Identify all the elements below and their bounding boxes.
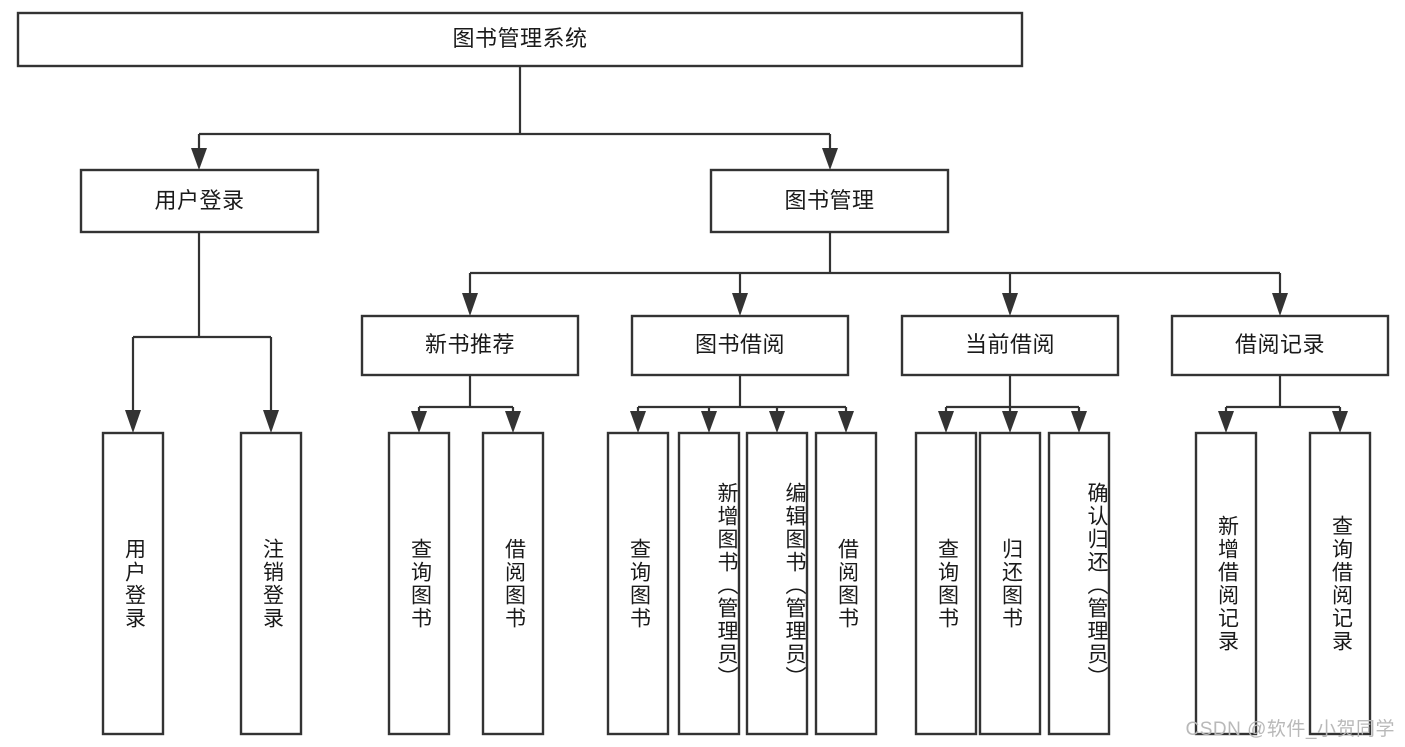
node-box-leaf-query-book-2[interactable] [606, 431, 670, 736]
node-box-leaf-borrow-book-1[interactable] [481, 431, 545, 736]
arrow-leaf-query-book-1 [411, 411, 427, 433]
node-box-leaf-confirm-return[interactable] [1047, 431, 1111, 736]
node-box-leaf-query-book-3[interactable] [914, 431, 978, 736]
arrow-leaf-query-book-2 [630, 411, 646, 433]
node-box-book-borrow[interactable] [630, 314, 850, 377]
node-box-book-manage[interactable] [709, 168, 950, 234]
arrow-leaf-return-book [1002, 411, 1018, 433]
arrow-book-manage [822, 148, 838, 170]
connector-group-newbook-to-leaves [411, 375, 521, 433]
connector-group-root-to-level2 [191, 66, 838, 170]
node-box-leaf-edit-book[interactable] [745, 431, 809, 736]
node-box-leaf-add-book[interactable] [677, 431, 741, 736]
arrow-leaf-query-book-3 [938, 411, 954, 433]
node-box-leaf-query-book-1[interactable] [387, 431, 451, 736]
arrow-borrow-record [1272, 293, 1288, 316]
node-box-user-login[interactable] [79, 168, 320, 234]
arrow-leaf-user-login [125, 410, 141, 433]
node-box-current-borrow[interactable] [900, 314, 1120, 377]
connector-group-bookborrow-to-leaves [630, 375, 854, 433]
connector-group-borrowrecord-to-leaves [1218, 375, 1348, 433]
connector-group-userlogin-to-leaves [125, 232, 279, 433]
arrow-leaf-edit-book [769, 411, 785, 433]
watermark-text: CSDN @软件_小贺同学 [1185, 719, 1395, 740]
arrow-leaf-add-record [1218, 411, 1234, 433]
arrow-current-borrow [1002, 293, 1018, 316]
node-box-root[interactable] [16, 11, 1024, 68]
arrow-leaf-borrow-book-2 [838, 411, 854, 433]
node-box-new-book-recommend[interactable] [360, 314, 580, 377]
node-box-leaf-add-record[interactable] [1194, 431, 1258, 736]
arrow-book-borrow [732, 293, 748, 316]
arrow-leaf-add-book [701, 411, 717, 433]
connector-group-currentborrow-to-leaves [938, 375, 1087, 433]
arrow-leaf-confirm-return [1071, 411, 1087, 433]
node-box-leaf-logout[interactable] [239, 431, 303, 736]
connector-group-bookmanage-to-level3 [462, 232, 1288, 316]
arrow-user-login [191, 148, 207, 170]
node-box-leaf-return-book[interactable] [978, 431, 1042, 736]
arrow-new-book-recommend [462, 293, 478, 316]
arrow-leaf-borrow-book-1 [505, 411, 521, 433]
node-box-leaf-query-record[interactable] [1308, 431, 1372, 736]
node-box-borrow-record[interactable] [1170, 314, 1390, 377]
node-box-leaf-user-login[interactable] [101, 431, 165, 736]
arrow-leaf-query-record [1332, 411, 1348, 433]
arrow-leaf-logout [263, 410, 279, 433]
node-box-leaf-borrow-book-2[interactable] [814, 431, 878, 736]
